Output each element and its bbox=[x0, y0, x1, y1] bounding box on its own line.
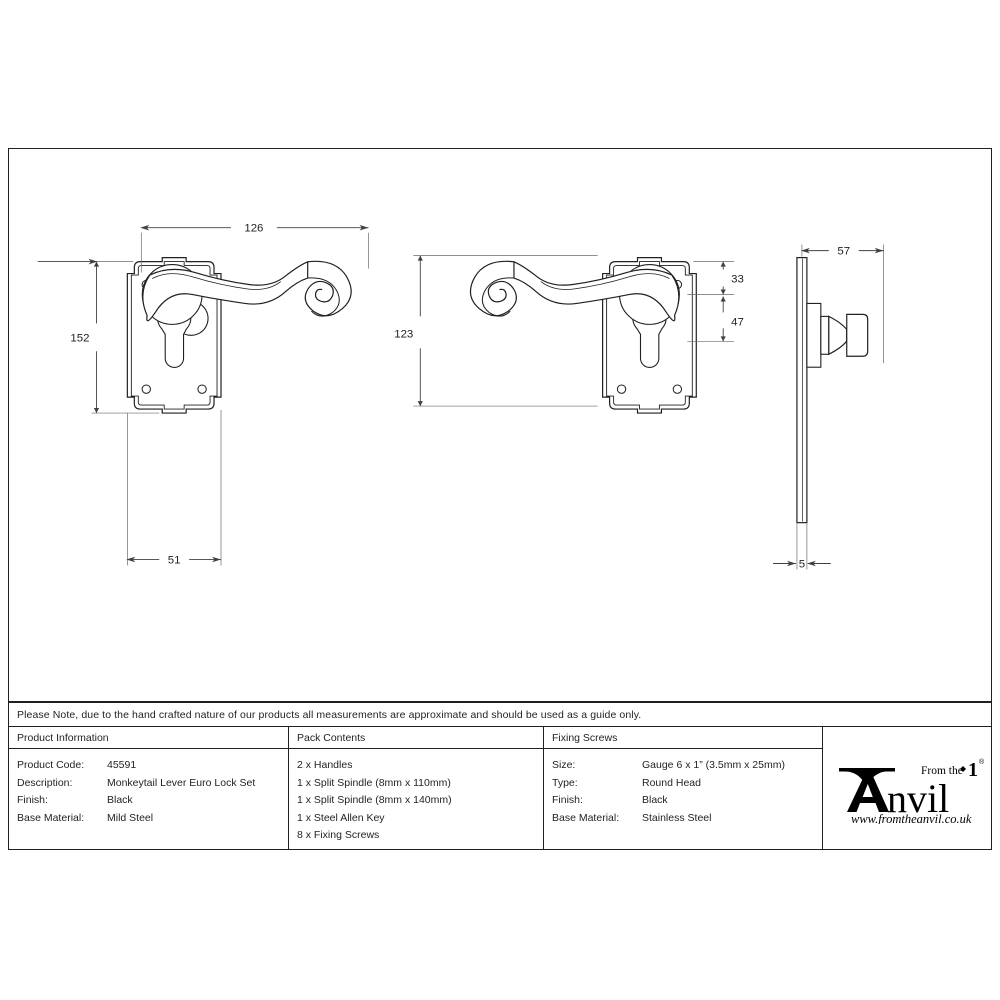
fixing-screws-body: Size: Gauge 6 x 1” (3.5mm x 25mm) Type: … bbox=[544, 749, 822, 849]
fixing-screws-header: Fixing Screws bbox=[544, 727, 822, 749]
product-information-column: Product Information Product Code: 45591 … bbox=[9, 727, 289, 849]
info-columns-row: Product Information Product Code: 45591 … bbox=[9, 727, 991, 849]
brand-logo-cell: nvil From the 1 ® www.fromtheanvil.co.uk bbox=[823, 727, 991, 849]
dimension-label-123: 123 bbox=[394, 328, 413, 340]
measurement-note-row: Please Note, due to the hand crafted nat… bbox=[9, 703, 991, 727]
logo-numeral-one: 1 bbox=[968, 759, 978, 781]
pack-item: 2 x Handles bbox=[297, 759, 353, 771]
lever-rose-side bbox=[806, 302, 822, 368]
backplate-edge-body bbox=[796, 257, 808, 524]
logo-wordmark-text: nvil bbox=[887, 776, 949, 821]
pack-item: 1 x Split Spindle (8mm x 140mm) bbox=[297, 794, 452, 806]
pack-contents-header: Pack Contents bbox=[289, 727, 543, 749]
dimension-123: 123 bbox=[394, 255, 598, 407]
logo-tagline: From the bbox=[921, 765, 963, 777]
pack-item: 1 x Steel Allen Key bbox=[297, 811, 385, 824]
logo-diamond-icon bbox=[959, 766, 966, 772]
dimension-126: 126 bbox=[140, 223, 369, 273]
measurement-note-text: Please Note, due to the hand crafted nat… bbox=[17, 708, 642, 721]
spec-key: Product Code: bbox=[17, 759, 85, 771]
product-information-body: Product Code: 45591 Description: Monkeyt… bbox=[9, 749, 288, 849]
spec-value: Gauge 6 x 1” (3.5mm x 25mm) bbox=[642, 759, 785, 771]
dimension-label-152: 152 bbox=[70, 332, 89, 344]
spec-value: Mild Steel bbox=[107, 811, 154, 824]
fixing-hole-bottom-left bbox=[141, 384, 151, 394]
logo-registered-mark: ® bbox=[979, 758, 985, 766]
lever-neck-profile bbox=[828, 315, 848, 356]
backplate-inner-bead-2 bbox=[606, 261, 693, 410]
dimension-51: 51 bbox=[126, 410, 222, 566]
fixing-hole-bottom-left-2 bbox=[616, 384, 627, 394]
spec-value: Black bbox=[642, 794, 668, 806]
dimension-5: 5 bbox=[773, 523, 831, 570]
pack-item: 1 x Split Spindle (8mm x 110mm) bbox=[297, 776, 451, 789]
spec-row-finish: Finish: Black bbox=[552, 792, 822, 810]
spec-value: Stainless Steel bbox=[642, 811, 712, 824]
monkeytail-lever-right bbox=[141, 260, 352, 325]
dimension-label-33: 33 bbox=[731, 274, 744, 286]
dimension-label-57: 57 bbox=[837, 246, 850, 258]
from-the-anvil-logo: nvil From the 1 ® www.fromtheanvil.co.uk bbox=[829, 752, 985, 824]
rose-base bbox=[806, 302, 822, 368]
spec-key: Finish: bbox=[17, 794, 48, 806]
dimension-47: 47 bbox=[687, 296, 744, 342]
monkeytail-scroll bbox=[304, 260, 352, 317]
logo-url: www.fromtheanvil.co.uk bbox=[851, 812, 972, 824]
dimension-label-51: 51 bbox=[168, 554, 181, 566]
spec-row-description: Description: Monkeytail Lever Euro Lock … bbox=[17, 775, 288, 793]
pack-item: 8 x Fixing Screws bbox=[297, 829, 380, 841]
side-view: 57 5 bbox=[773, 244, 884, 570]
spindle-collar bbox=[820, 315, 830, 355]
dimension-57: 57 bbox=[800, 244, 884, 364]
dimension-152: 152 bbox=[37, 258, 160, 414]
dimension-label-5: 5 bbox=[799, 558, 805, 570]
spec-key: Size: bbox=[552, 759, 576, 771]
backplate-edge bbox=[796, 257, 808, 524]
fixing-hole-bottom-right-2 bbox=[672, 384, 683, 394]
lever-end-block bbox=[846, 313, 869, 357]
spec-row-base-material: Base Material: Mild Steel bbox=[17, 810, 288, 828]
spec-key: Type: bbox=[552, 776, 578, 789]
drawing-frame: 126 152 bbox=[8, 148, 992, 702]
spec-key: Description: bbox=[17, 776, 73, 789]
product-information-header: Product Information bbox=[9, 727, 288, 749]
dimension-label-126: 126 bbox=[244, 223, 263, 235]
product-info-table: Please Note, due to the hand crafted nat… bbox=[8, 702, 992, 850]
fixing-hole-bottom-right bbox=[197, 384, 207, 394]
front-view-left-hand: 126 152 bbox=[37, 223, 369, 566]
monkeytail-scroll-2 bbox=[469, 260, 517, 317]
dimension-label-47: 47 bbox=[731, 316, 744, 328]
pack-contents-body: 2 x Handles 1 x Split Spindle (8mm x 110… bbox=[289, 749, 543, 849]
spec-value: Black bbox=[107, 794, 133, 806]
spec-key: Base Material: bbox=[552, 811, 620, 824]
spec-row-base-material: Base Material: Stainless Steel bbox=[552, 810, 822, 828]
spec-value: 45591 bbox=[107, 759, 137, 771]
spec-row-type: Type: Round Head bbox=[552, 775, 822, 793]
pack-contents-column: Pack Contents 2 x Handles 1 x Split Spin… bbox=[289, 727, 544, 849]
spec-value: Monkeytail Lever Euro Lock Set bbox=[107, 776, 256, 789]
fixing-screws-column: Fixing Screws Size: Gauge 6 x 1” (3.5mm … bbox=[544, 727, 823, 849]
spec-value: Round Head bbox=[642, 776, 701, 789]
logo-letter-a bbox=[846, 774, 889, 812]
monkeytail-lever-left bbox=[469, 260, 680, 325]
spec-row-size: Size: Gauge 6 x 1” (3.5mm x 25mm) bbox=[552, 757, 822, 775]
front-view-right-hand: 123 33 bbox=[394, 255, 744, 414]
spec-row-product-code: Product Code: 45591 bbox=[17, 757, 288, 775]
spec-key: Finish: bbox=[552, 794, 583, 806]
logo-svg: nvil From the 1 ® www.fromtheanvil.co.uk bbox=[838, 758, 985, 824]
dimension-33: 33 bbox=[687, 261, 744, 295]
spec-key: Base Material: bbox=[17, 811, 85, 824]
spec-row-finish: Finish: Black bbox=[17, 792, 288, 810]
collar-body bbox=[820, 315, 830, 355]
technical-drawing-svg: 126 152 bbox=[37, 223, 884, 570]
